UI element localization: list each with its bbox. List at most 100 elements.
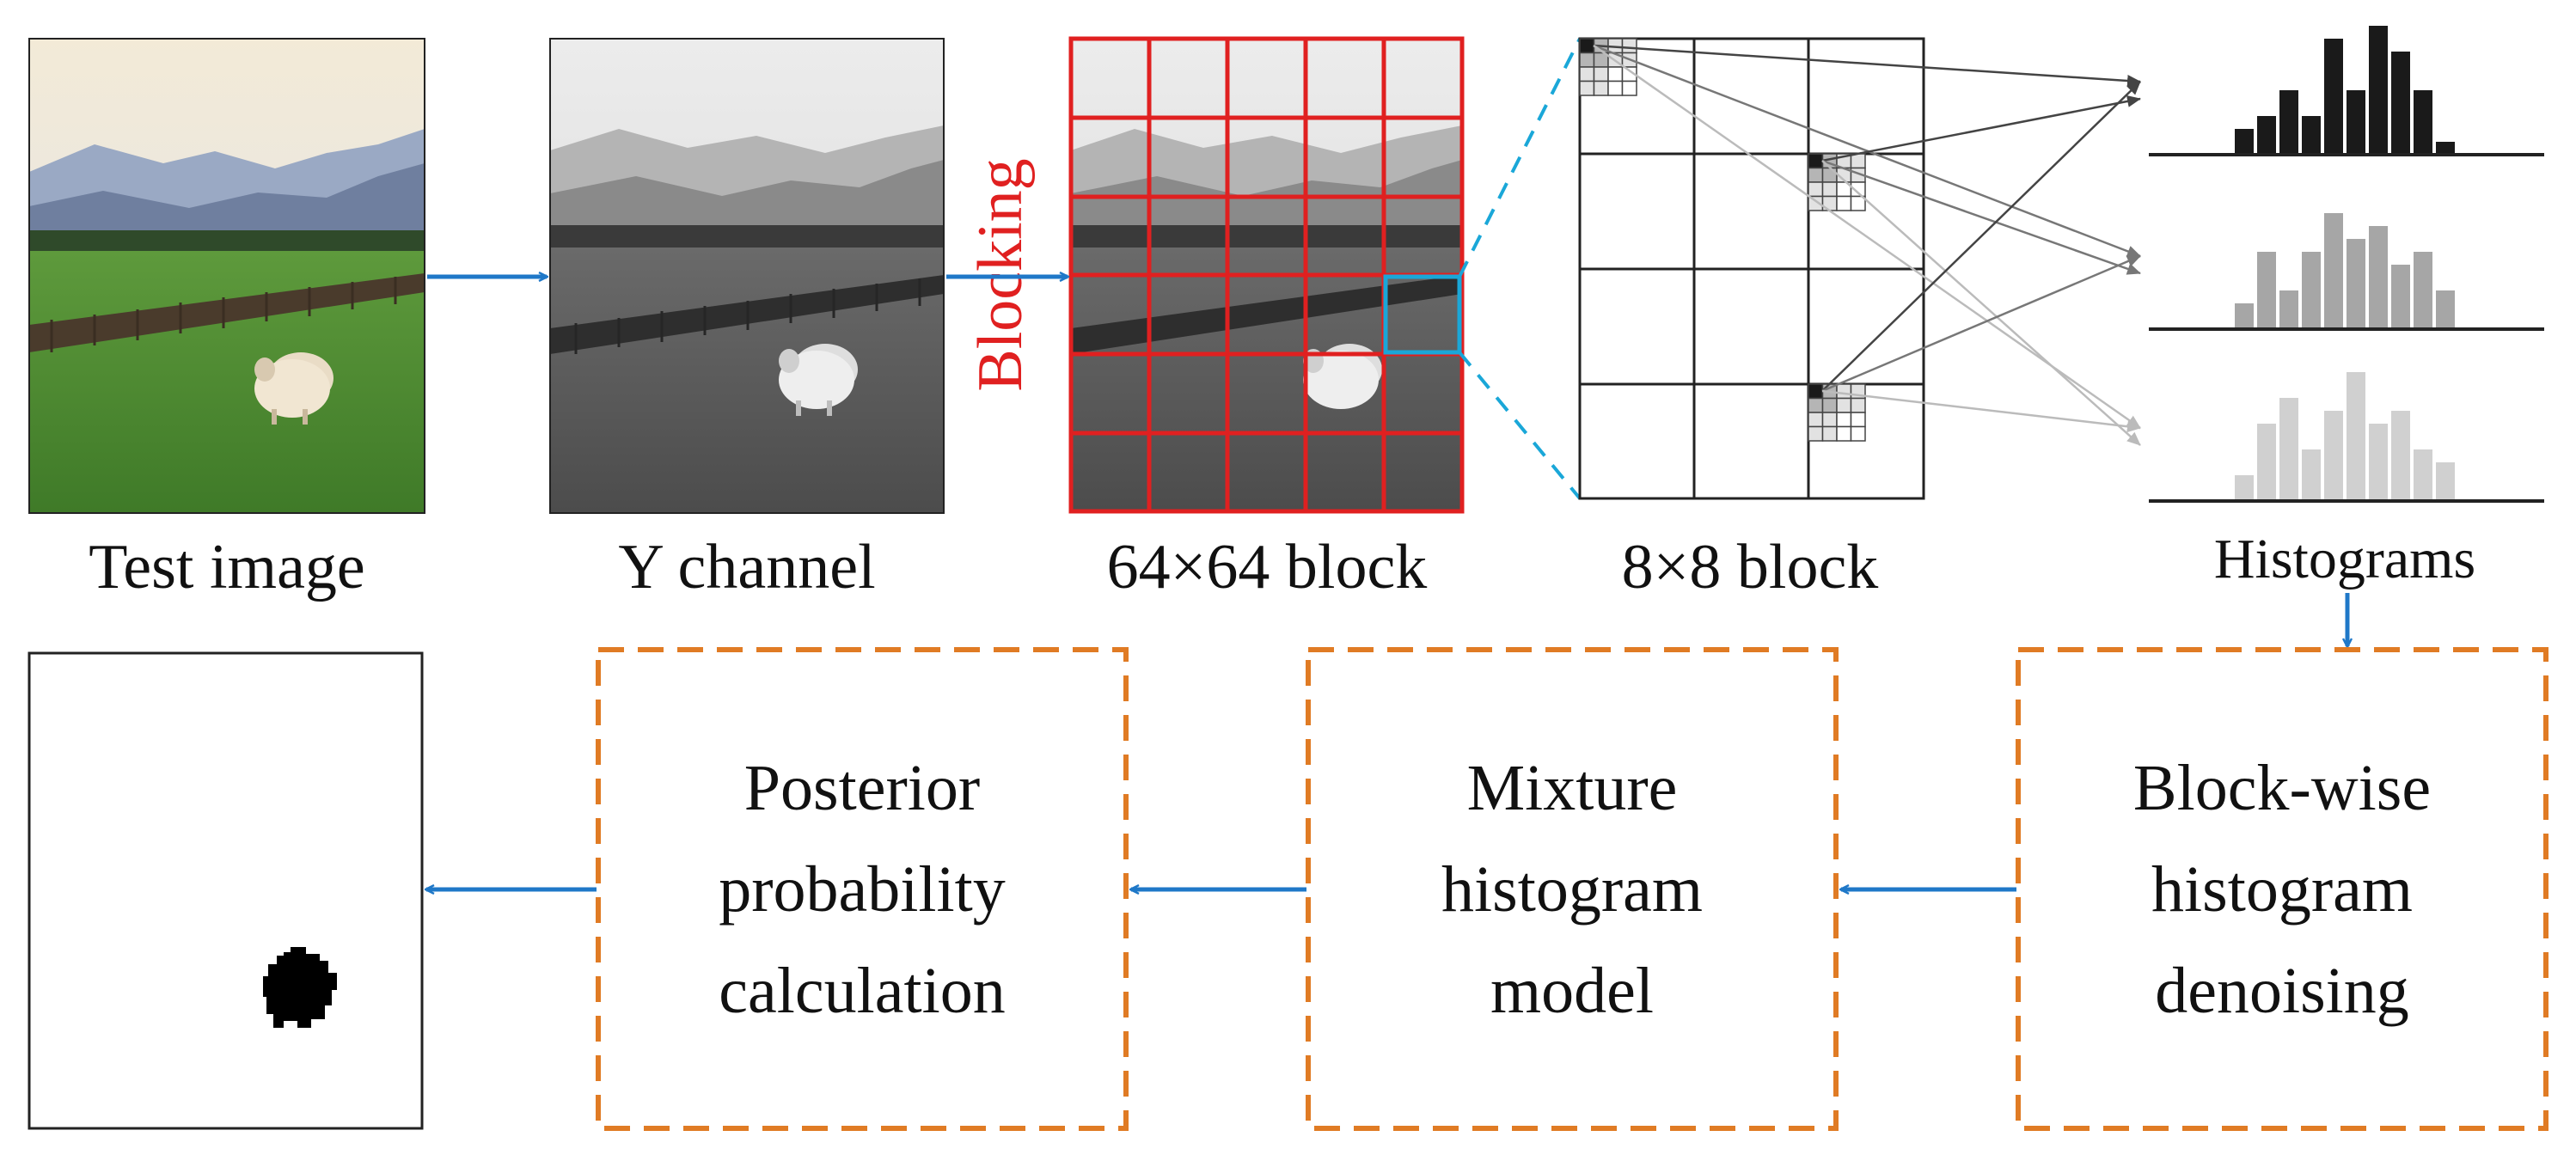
pixel-subgrid [1579, 38, 1637, 96]
pixel-cell [1808, 397, 1824, 413]
pixel-cell [1808, 412, 1824, 428]
pixel-cell [1836, 425, 1852, 442]
sheep-icon [779, 344, 858, 416]
y-channel-image [550, 39, 944, 513]
pixel-cell [1821, 181, 1838, 198]
histogram-bar [2414, 449, 2432, 501]
pixel-cell [1821, 412, 1838, 428]
pixel-cell [1607, 80, 1624, 96]
histogram-bar [2347, 372, 2365, 501]
histogram-dark [2235, 26, 2455, 155]
pixel-cell [1821, 425, 1838, 442]
pixel-cell [1808, 181, 1824, 198]
histogram-bar [2279, 398, 2298, 501]
histogram-bar [2391, 52, 2410, 155]
histogram-bar [2324, 411, 2343, 501]
pixel-cell [1808, 153, 1824, 169]
histogram-mid [2235, 213, 2455, 329]
denoising-line-2: histogram [2151, 853, 2413, 926]
denoising-line-1: Block-wise [2133, 752, 2431, 824]
mixture-line-1: Mixture [1467, 752, 1678, 824]
fan-arrow [1821, 160, 2141, 446]
histogram-bar [2414, 90, 2432, 155]
pixel-cell [1808, 383, 1824, 400]
block64-label: 64×64 block [1107, 532, 1428, 602]
pixel-cell [1579, 80, 1595, 96]
posterior-line-1: Posterior [744, 752, 980, 824]
fan-arrow [1821, 95, 2141, 162]
pixel-to-histogram-arrows [1593, 44, 2141, 446]
pixel-cell [1593, 66, 1609, 82]
histogram-bar [2279, 90, 2298, 155]
denoising-line-3: denoising [2155, 955, 2409, 1027]
denoising-box: Block-wise histogram denoising [2016, 647, 2548, 1131]
pixel-cell [1621, 80, 1637, 96]
histogram-bar [2436, 462, 2455, 501]
histogram-bar [2391, 411, 2410, 501]
sheep-icon [254, 352, 333, 425]
pixel-cell [1836, 383, 1852, 400]
histogram-bar [2436, 142, 2455, 155]
pixel-cell [1850, 153, 1866, 169]
fan-arrow [1821, 159, 2141, 275]
pixel-cell [1579, 38, 1595, 54]
zoom-lines [1458, 38, 1582, 500]
posterior-line-3: calculation [719, 955, 1005, 1027]
pixel-subgrid [1808, 383, 1866, 442]
mixture-line-2: histogram [1441, 853, 1703, 926]
histogram-bar [2414, 252, 2432, 329]
histogram-light [2235, 372, 2455, 501]
histogram-bar [2347, 90, 2365, 155]
detected-region [263, 947, 337, 1028]
flow-arrow-icon [427, 277, 2347, 646]
histogram-bar [2235, 129, 2254, 155]
histogram-bar [2324, 213, 2343, 329]
pixel-cell [1836, 412, 1852, 428]
pixel-cell [1850, 397, 1866, 413]
pixel-cell [1607, 66, 1624, 82]
histogram-bar [2235, 475, 2254, 501]
histogram-bar [2235, 303, 2254, 329]
fan-arrow [1821, 254, 2141, 393]
block8-grid [1578, 37, 1925, 500]
histogram-bar [2436, 290, 2455, 329]
pixel-cell [1808, 425, 1824, 442]
pixel-cell [1850, 195, 1866, 211]
selected-block-highlight [1383, 274, 1462, 355]
pixel-cell [1850, 425, 1866, 442]
pixel-cell [1821, 397, 1838, 413]
fan-arrow [1821, 81, 2141, 392]
histogram-bar [2279, 290, 2298, 329]
pixel-cell [1821, 167, 1838, 183]
histogram-bar [2257, 116, 2276, 155]
histogram-bar [2302, 449, 2321, 501]
test-image [29, 39, 425, 513]
pixel-cell [1579, 52, 1595, 68]
histogram-bar [2369, 226, 2388, 329]
pixel-cell [1579, 66, 1595, 82]
histogram-bar [2302, 252, 2321, 329]
pixel-cell [1621, 38, 1637, 54]
mixture-line-3: model [1490, 955, 1654, 1027]
fan-arrow [1593, 44, 2141, 87]
mixture-box: Mixture histogram model [1306, 647, 1839, 1131]
posterior-line-2: probability [719, 853, 1006, 926]
fan-arrow [1593, 44, 2141, 258]
histogram-bar [2324, 39, 2343, 155]
histogram-bar [2257, 424, 2276, 501]
test-image-label: Test image [89, 532, 365, 602]
posterior-box: Posterior probability calculation [596, 647, 1129, 1131]
pixel-cell [1808, 167, 1824, 183]
pixel-cell [1850, 412, 1866, 428]
pixel-cell [1593, 80, 1609, 96]
block8-label: 8×8 block [1622, 532, 1879, 602]
sheep-icon [1303, 344, 1382, 409]
pixel-cell [1836, 397, 1852, 413]
y-channel-label: Y channel [618, 532, 875, 602]
histograms-label: Histograms [2214, 528, 2475, 590]
histogram-bar [2369, 424, 2388, 501]
histogram-bar [2391, 265, 2410, 329]
histogram-bar [2302, 116, 2321, 155]
fan-arrow [1821, 389, 2141, 433]
